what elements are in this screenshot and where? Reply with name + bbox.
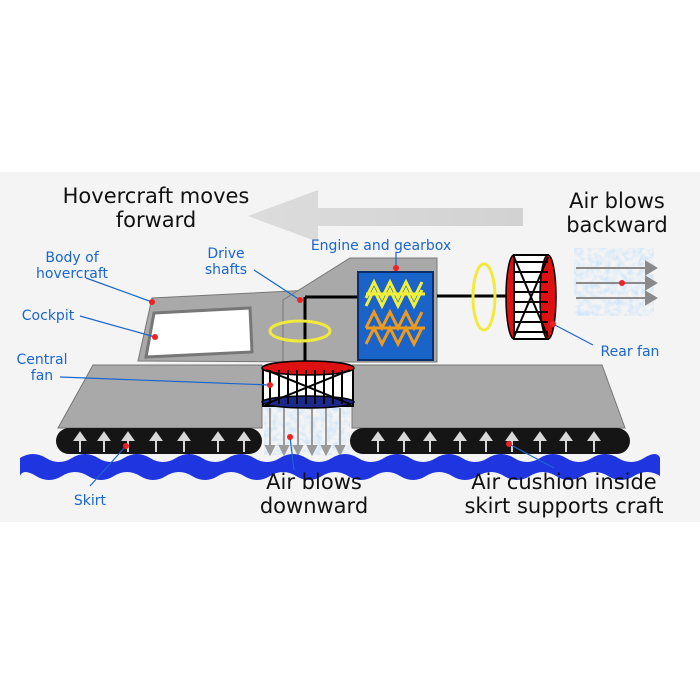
label-blows-downward-1: Air blows [266, 470, 362, 494]
label-skirt: Skirt [74, 493, 107, 509]
water [20, 454, 660, 480]
label-cockpit: Cockpit [22, 308, 75, 324]
label-drive-shafts-2: shafts [205, 262, 247, 278]
label-blows-backward-1: Air blows [569, 189, 665, 213]
label-blows-downward-2: downward [260, 494, 368, 518]
rear-fan [505, 254, 557, 340]
label-rear-fan: Rear fan [601, 344, 660, 360]
label-blows-backward-2: backward [566, 213, 668, 237]
skirt-up-arrows [73, 431, 601, 452]
rear-fan-rotation-ring [471, 262, 497, 332]
label-cushion-2: skirt supports craft [464, 494, 663, 518]
label-moves-forward-1: Hovercraft moves [63, 184, 250, 208]
drive-shafts [303, 294, 518, 372]
label-body-2: hovercraft [36, 266, 109, 282]
downward-air-spray [264, 405, 350, 457]
label-central-fan-1: Central [17, 352, 68, 368]
central-fan [261, 360, 355, 409]
pointer-dots [123, 265, 625, 449]
label-engine: Engine and gearbox [311, 238, 451, 254]
cockpit-window [144, 306, 254, 359]
label-cushion-1: Air cushion inside [471, 470, 656, 494]
central-fan-rotation-ring [268, 319, 332, 343]
label-body-1: Body of [45, 250, 99, 266]
hull-left [57, 364, 263, 429]
hull-right [351, 364, 626, 429]
engine-gearbox [357, 271, 434, 361]
label-central-fan-2: fan [31, 368, 53, 384]
label-drive-shafts-1: Drive [207, 246, 244, 262]
forward-arrow [248, 190, 523, 242]
rear-air-spray [574, 248, 658, 316]
label-moves-forward-2: forward [116, 208, 197, 232]
